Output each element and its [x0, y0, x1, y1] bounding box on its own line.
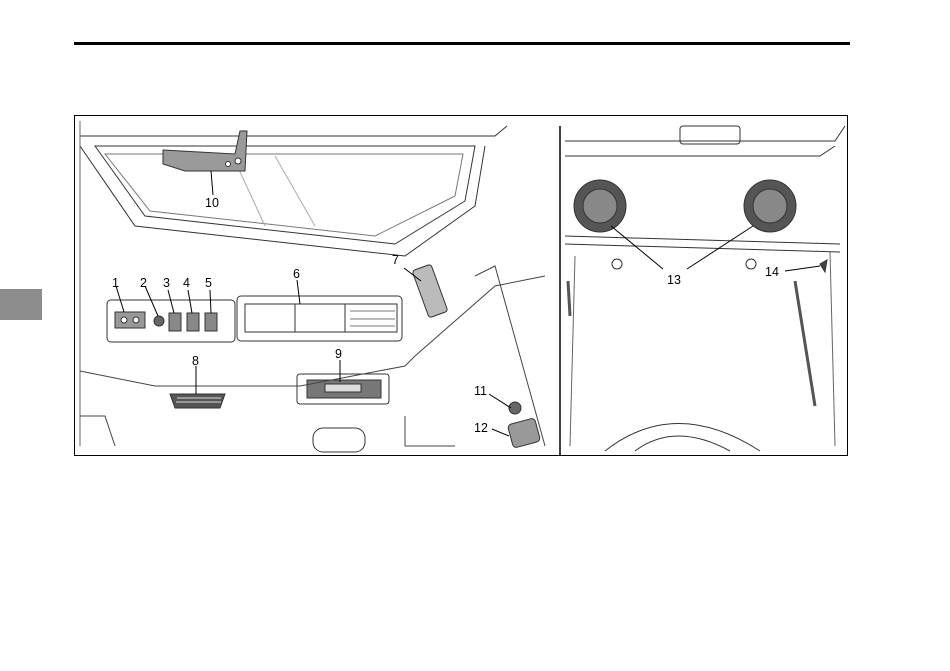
- section-tab: [0, 289, 42, 320]
- callout-3: 3: [163, 276, 170, 290]
- rear-view: [565, 126, 845, 451]
- callout-5: 5: [205, 276, 212, 290]
- callout-11: 11: [474, 384, 487, 398]
- radio-unit: [297, 374, 389, 404]
- overhead-console: [237, 296, 402, 341]
- callout-9: 9: [335, 347, 342, 361]
- cab-illustration: 1 2 3 4 5 6 7 8 9 10 11 12 13 14: [75, 116, 849, 457]
- switch-panel: [107, 300, 235, 342]
- callout-8: 8: [192, 354, 199, 368]
- callout-12: 12: [474, 421, 488, 435]
- callout-13: 13: [667, 273, 681, 287]
- cab-interior-figure: 1 2 3 4 5 6 7 8 9 10 11 12 13 14: [74, 115, 848, 456]
- callout-4: 4: [183, 276, 190, 290]
- roof-grab-handle: [163, 131, 247, 171]
- callout-2: 2: [140, 276, 147, 290]
- callout-14: 14: [765, 265, 779, 279]
- callout-6: 6: [293, 267, 300, 281]
- air-vent: [170, 394, 225, 408]
- header-rule: [74, 42, 850, 45]
- callout-10: 10: [205, 196, 219, 210]
- callout-1: 1: [112, 276, 119, 290]
- callout-7: 7: [392, 253, 399, 267]
